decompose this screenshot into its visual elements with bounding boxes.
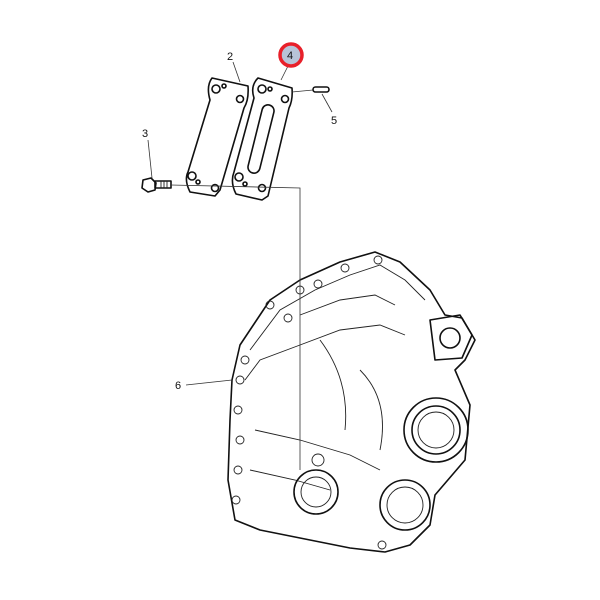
callout-3[interactable]: 3 (142, 128, 148, 140)
part-5-pin[interactable] (312, 86, 330, 93)
callout-6[interactable]: 6 (175, 380, 181, 392)
callout-2[interactable]: 2 (227, 51, 233, 63)
callout-5[interactable]: 5 (331, 115, 337, 127)
callout-4: 4 (287, 50, 293, 62)
leader-lines (147, 61, 333, 470)
callout-4-highlight[interactable]: 4 (278, 42, 304, 68)
part-3-bolt[interactable] (141, 177, 172, 193)
part-6-housing[interactable] (227, 251, 476, 553)
part-2-plate[interactable] (185, 77, 249, 197)
